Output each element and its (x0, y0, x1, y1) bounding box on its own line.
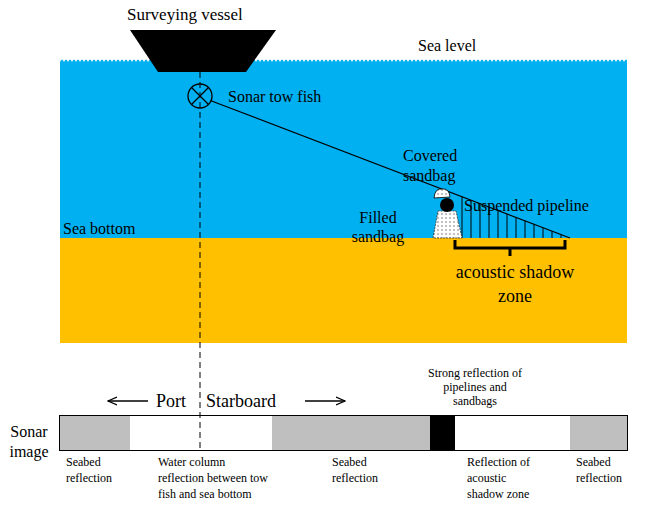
starboard-arrow (305, 400, 345, 401)
segment-caption: Seabed reflection (66, 454, 128, 486)
covered-sandbag-label: Covered sandbag (403, 146, 473, 186)
covered-sandbag-shape (434, 189, 450, 198)
tow-fish-label: Sonar tow fish (228, 87, 321, 107)
image-segment: Reflection of acoustic shadow zone (455, 416, 570, 450)
segment-caption: Strong reflection of pipelines and sandb… (425, 366, 525, 408)
shadow-zone-label: acoustic shadow zone (455, 260, 575, 308)
sea-surface-waves (60, 56, 627, 64)
sea-bottom-label: Sea bottom (63, 219, 135, 239)
sea-water (60, 63, 627, 238)
vessel-hull (130, 30, 276, 72)
port-label: Port (156, 391, 186, 411)
sea-level-label: Sea level (418, 36, 476, 56)
segment-caption: Reflection of acoustic shadow zone (467, 454, 542, 502)
filled-sandbag-shape (433, 211, 462, 238)
image-segment: Seabed reflection (60, 416, 130, 450)
image-segment: Seabed reflection (570, 416, 627, 450)
segment-caption: Seabed reflection (332, 454, 394, 486)
shadow-zone-bracket (455, 240, 565, 256)
tow-fish-cross (192, 88, 209, 105)
tow-fish-symbol (188, 84, 212, 108)
pipeline-label: Suspended pipeline (464, 196, 589, 216)
filled-sandbag-label: Filled sandbag (346, 208, 410, 246)
starboard-label: Starboard (206, 391, 276, 411)
sonar-image-strip: Sonar imageSeabed reflectionWater column… (60, 416, 627, 450)
segment-caption: Seabed reflection (576, 454, 636, 486)
segment-caption: Water column reflection between tow fish… (158, 454, 268, 502)
image-segment: Seabed reflection (272, 416, 430, 450)
vessel-label: Surveying vessel (127, 5, 243, 25)
image-segment: Strong reflection of pipelines and sandb… (430, 416, 455, 450)
image-segment: Water column reflection between tow fish… (130, 416, 272, 450)
strip-title: Sonar image (1, 422, 57, 462)
port-arrow (108, 400, 148, 401)
seabed-sediment (60, 238, 627, 343)
pipeline-section (440, 198, 454, 212)
nadir-dashed-line (200, 72, 201, 452)
